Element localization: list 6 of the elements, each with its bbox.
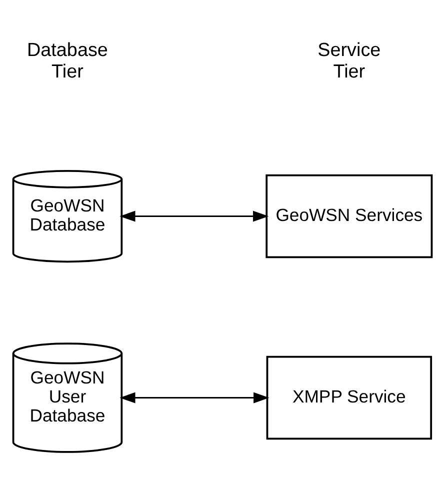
node-box: XMPP Service [266,355,432,440]
node-box: GeoWSN Services [266,174,433,258]
arrow [120,392,270,403]
label: Service Tier [318,40,381,82]
arrow [120,210,269,222]
label: Database Tier [27,40,108,82]
